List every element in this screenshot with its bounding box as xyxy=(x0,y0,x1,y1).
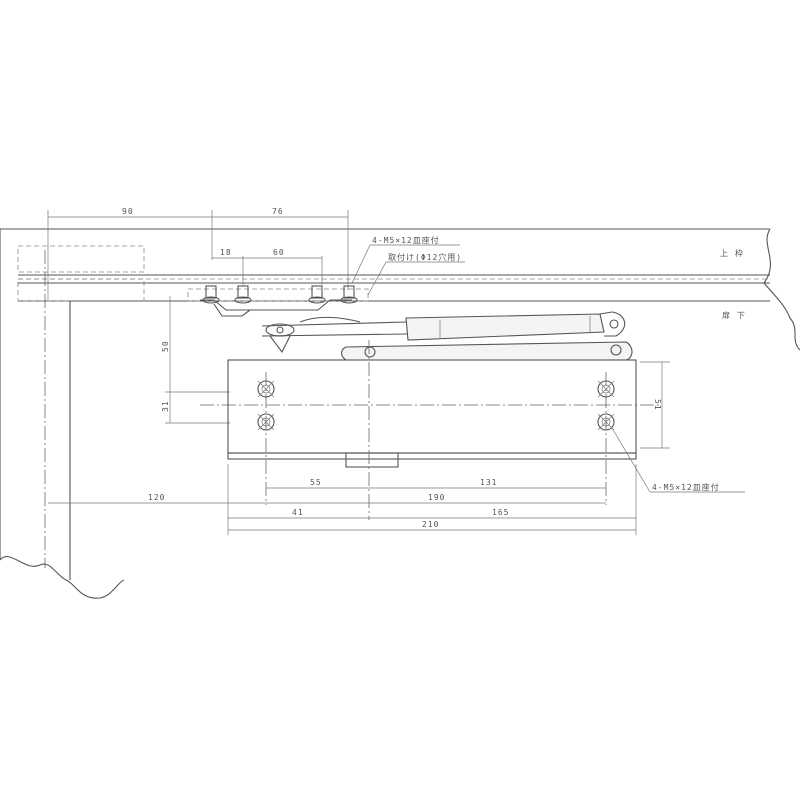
bracket-callouts: 4-M5×12皿座付 取付け(Φ12穴用) xyxy=(351,235,465,296)
bottom-dimensions: 55 131 120 190 41 165 210 xyxy=(48,464,637,535)
left-jamb xyxy=(0,229,145,599)
arm-assembly xyxy=(261,311,633,361)
dim-165: 165 xyxy=(492,508,509,517)
dim-51: 51 xyxy=(653,399,662,411)
screw-hole xyxy=(257,413,275,431)
top-dimensions: 90 76 xyxy=(47,207,349,300)
dim-76: 76 xyxy=(272,207,284,216)
lower-label: 扉 下 xyxy=(722,310,746,320)
side-labels: 上 枠 扉 下 xyxy=(720,248,746,320)
bracket-screw xyxy=(308,285,326,304)
screw-hole xyxy=(597,380,615,398)
dim-210: 210 xyxy=(422,520,439,529)
dim-90: 90 xyxy=(122,207,134,216)
dim-50: 50 xyxy=(161,340,170,352)
screw-hole xyxy=(597,413,615,431)
bracket-spec-label: 取付け(Φ12穴用) xyxy=(388,252,462,262)
bracket-screw xyxy=(202,285,220,304)
screw-hole xyxy=(257,380,275,398)
dim-55: 55 xyxy=(310,478,322,487)
bracket-screw xyxy=(234,285,252,304)
upper-label: 上 枠 xyxy=(720,248,744,258)
dim-131: 131 xyxy=(480,478,497,487)
bracket-screws-label: 4-M5×12皿座付 xyxy=(372,235,440,245)
body-screw-holes xyxy=(257,380,615,431)
dim-60: 60 xyxy=(273,248,285,257)
body-screws-label: 4-M5×12皿座付 xyxy=(652,482,720,492)
right-dimension: 51 xyxy=(640,361,670,449)
left-dimensions: 50 31 xyxy=(161,296,230,424)
door-frame-head xyxy=(0,228,800,351)
dim-190: 190 xyxy=(428,493,445,502)
mounting-bracket xyxy=(187,285,369,317)
dim-41: 41 xyxy=(292,508,304,517)
dim-120: 120 xyxy=(148,493,165,502)
closer-body xyxy=(200,340,660,520)
dim-18: 18 xyxy=(220,248,232,257)
dim-31: 31 xyxy=(161,400,170,412)
body-screw-callout: 4-M5×12皿座付 xyxy=(611,427,745,493)
bracket-dimensions: 18 60 xyxy=(212,248,323,285)
bracket-screw xyxy=(340,285,358,304)
